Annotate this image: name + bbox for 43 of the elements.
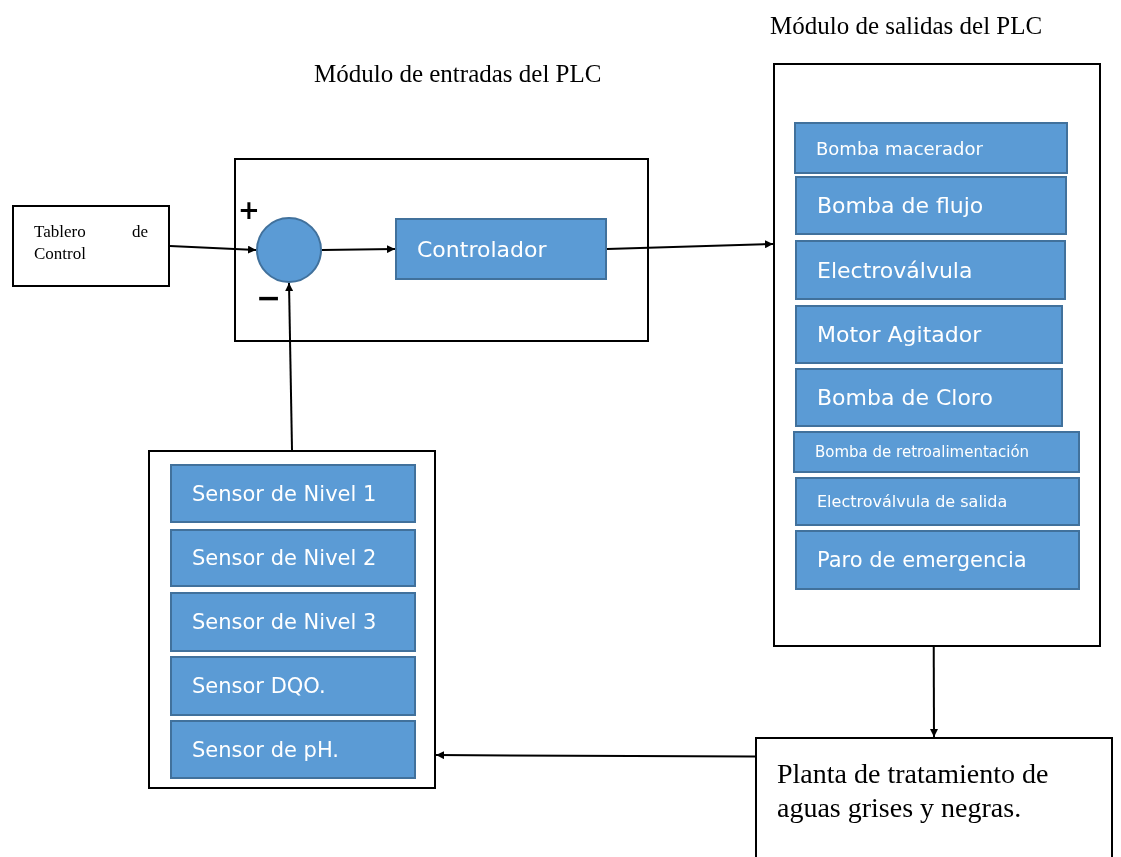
output-device-box [795, 240, 1066, 300]
output-device-box [794, 122, 1068, 174]
device-label: Motor Agitador [817, 322, 982, 347]
treatment-plant-box [755, 737, 1113, 857]
sensor-box [170, 529, 416, 587]
device-label: Sensor DQO. [192, 674, 326, 698]
device-label: Sensor de pH. [192, 737, 339, 762]
arrow [285, 282, 294, 451]
sensor-box [170, 592, 416, 652]
device-label: Bomba de retroalimentación [815, 443, 1030, 461]
output-device-box [795, 368, 1063, 427]
device-label: Paro de emergencia [817, 548, 1027, 572]
sensor-panel [148, 450, 436, 789]
sensor-box [170, 720, 416, 779]
controller-box [395, 218, 607, 280]
output-device-box [795, 530, 1080, 590]
output-device-box [795, 176, 1067, 235]
device-label: Controlador [417, 236, 547, 262]
sensor-box [170, 656, 416, 716]
arrow [930, 646, 938, 738]
control-panel-box [12, 205, 170, 287]
arrow [321, 245, 396, 254]
module-heading: Módulo de salidas del PLC [770, 12, 1043, 40]
device-label: Sensor de Nivel 2 [192, 546, 377, 570]
device-label: Bomba de Cloro [817, 385, 993, 410]
box-label: Planta de tratamiento de aguas grises y negras. [777, 757, 1050, 825]
polarity-sign: − [256, 283, 282, 313]
arrow [169, 245, 257, 254]
device-label: Sensor de Nivel 1 [192, 481, 377, 506]
arrow [435, 751, 756, 760]
module-heading: Módulo de entradas del PLC [314, 60, 602, 88]
output-device-box [793, 431, 1080, 473]
polarity-sign: + [238, 197, 260, 223]
arrow [606, 240, 774, 250]
device-label: Bomba macerador [816, 137, 983, 159]
device-label: Electroválvula [817, 257, 973, 283]
device-label: Electroválvula de salida [817, 492, 1008, 511]
device-label: Sensor de Nivel 3 [192, 610, 377, 634]
output-device-box [795, 477, 1080, 526]
device-label: Bomba de flujo [817, 193, 984, 218]
box-label: Tablero de Control [34, 221, 148, 266]
output-device-box [795, 305, 1063, 364]
sensor-box [170, 464, 416, 523]
